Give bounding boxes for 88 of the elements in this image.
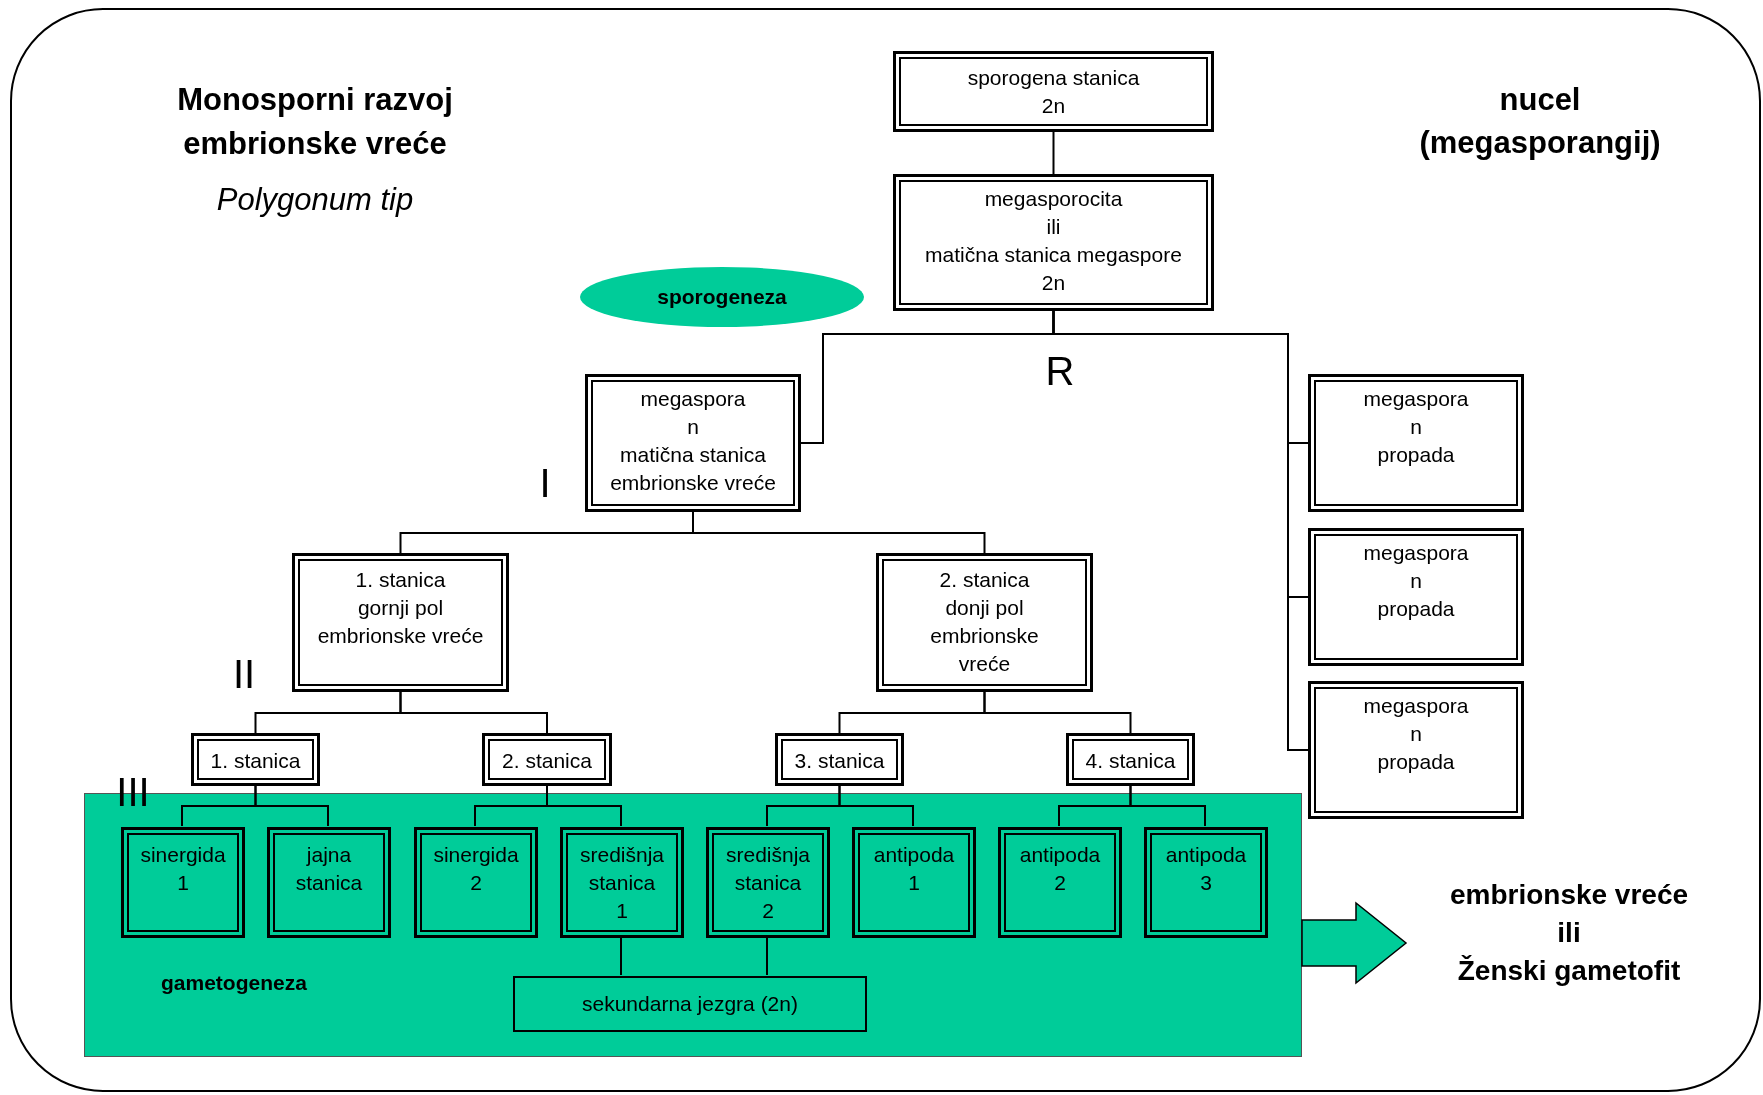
stage-numeral: II bbox=[231, 651, 257, 698]
cell-box bbox=[121, 827, 245, 938]
cell-box bbox=[1308, 374, 1524, 512]
box-line: sinergida bbox=[140, 842, 226, 868]
cell-box bbox=[267, 827, 391, 938]
box-line: matična stanica bbox=[620, 442, 766, 468]
connector-line bbox=[254, 785, 329, 827]
connector-line bbox=[399, 691, 548, 734]
cell-box bbox=[998, 827, 1122, 938]
band-label: gametogeneza bbox=[161, 970, 307, 996]
box-line: megaspora bbox=[640, 386, 746, 412]
box-line: stanica bbox=[588, 870, 656, 896]
connector-line bbox=[1052, 131, 1055, 175]
box-line: vreće bbox=[958, 651, 1011, 677]
box-line: 2n bbox=[1041, 93, 1066, 119]
box-line: megasporocita bbox=[984, 186, 1123, 212]
box-line: embrionske bbox=[930, 623, 1039, 649]
cell-box bbox=[876, 553, 1093, 692]
box-line: 2 bbox=[762, 898, 774, 924]
subtitle: Polygonum tip bbox=[215, 181, 415, 219]
box-line: antipoda bbox=[1019, 842, 1101, 868]
cell-box bbox=[1308, 681, 1524, 819]
cell-box: 3. stanica bbox=[775, 733, 904, 786]
box-line: središnja bbox=[725, 842, 810, 868]
region-label: nucel (megasporangij) bbox=[1418, 81, 1662, 163]
box-line: megaspora bbox=[1363, 693, 1469, 719]
box-line: gornji pol bbox=[357, 595, 444, 621]
box-line: n bbox=[1410, 414, 1422, 440]
box-line: megaspora bbox=[1363, 386, 1469, 412]
nucleus-box: sekundarna jezgra (2n) bbox=[513, 976, 867, 1032]
box-line: stanica bbox=[734, 870, 802, 896]
box-line: 2. stanica bbox=[939, 567, 1030, 593]
box-line: antipoda bbox=[873, 842, 955, 868]
connector-line bbox=[1052, 310, 1309, 751]
cell-box bbox=[560, 827, 684, 938]
connector-line bbox=[692, 511, 986, 554]
box-line: n bbox=[687, 414, 699, 440]
result-label: Ženski gametofit bbox=[1457, 954, 1681, 988]
box-line: 1 bbox=[177, 870, 189, 896]
box-line: matična stanica megaspore bbox=[925, 242, 1182, 268]
box-line: n bbox=[1410, 721, 1422, 747]
box-line: stanica bbox=[295, 870, 363, 896]
cell-box: 2. stanica bbox=[482, 733, 612, 786]
box-line: megaspora bbox=[1363, 540, 1469, 566]
box-line: 3 bbox=[1200, 870, 1212, 896]
box-line: 2 bbox=[1054, 870, 1066, 896]
box-line: ili bbox=[1046, 214, 1061, 240]
box-line: središnja bbox=[579, 842, 664, 868]
cell-box bbox=[893, 174, 1214, 311]
cell-box bbox=[852, 827, 976, 938]
box-line: 1 bbox=[616, 898, 628, 924]
box-line: propada bbox=[1377, 749, 1455, 775]
box-line: propada bbox=[1377, 596, 1455, 622]
box-line: n bbox=[1410, 568, 1422, 594]
connector-line bbox=[983, 691, 1132, 734]
cell-box bbox=[706, 827, 830, 938]
cell-box bbox=[585, 374, 801, 512]
box-line: 2 bbox=[470, 870, 482, 896]
block-arrow bbox=[1301, 901, 1408, 985]
cell-box bbox=[1308, 528, 1524, 666]
result-label: ili bbox=[1557, 916, 1581, 950]
connector-line bbox=[1129, 785, 1206, 827]
stage-numeral: R bbox=[1044, 348, 1076, 395]
box-line: donji pol bbox=[945, 595, 1024, 621]
cell-box: 1. stanica bbox=[191, 733, 320, 786]
result-label: embrionske vreće bbox=[1449, 878, 1689, 912]
title: Monosporni razvoj embrionske vreće bbox=[176, 81, 454, 163]
connector-line bbox=[838, 785, 914, 827]
box-line: jajna bbox=[306, 842, 352, 868]
cell-box bbox=[1144, 827, 1268, 938]
box-line: propada bbox=[1377, 442, 1455, 468]
box-line: 1 bbox=[908, 870, 920, 896]
box-line: sinergida bbox=[433, 842, 519, 868]
connector-line bbox=[766, 936, 768, 976]
cell-box: 4. stanica bbox=[1066, 733, 1195, 786]
box-line: sporogena stanica bbox=[967, 65, 1140, 91]
process-ellipse: sporogeneza bbox=[580, 267, 864, 327]
box-line: embrionske vreće bbox=[317, 623, 484, 649]
box-line: embrionske vreće bbox=[610, 470, 776, 496]
cell-box bbox=[414, 827, 538, 938]
connector-line bbox=[620, 936, 622, 976]
box-line: 1. stanica bbox=[355, 567, 446, 593]
stage-numeral: III bbox=[115, 769, 151, 816]
stage-numeral: I bbox=[538, 460, 552, 507]
cell-box bbox=[893, 51, 1214, 132]
cell-box bbox=[292, 553, 509, 692]
box-line: 2n bbox=[1041, 270, 1066, 296]
box-line: antipoda bbox=[1165, 842, 1247, 868]
